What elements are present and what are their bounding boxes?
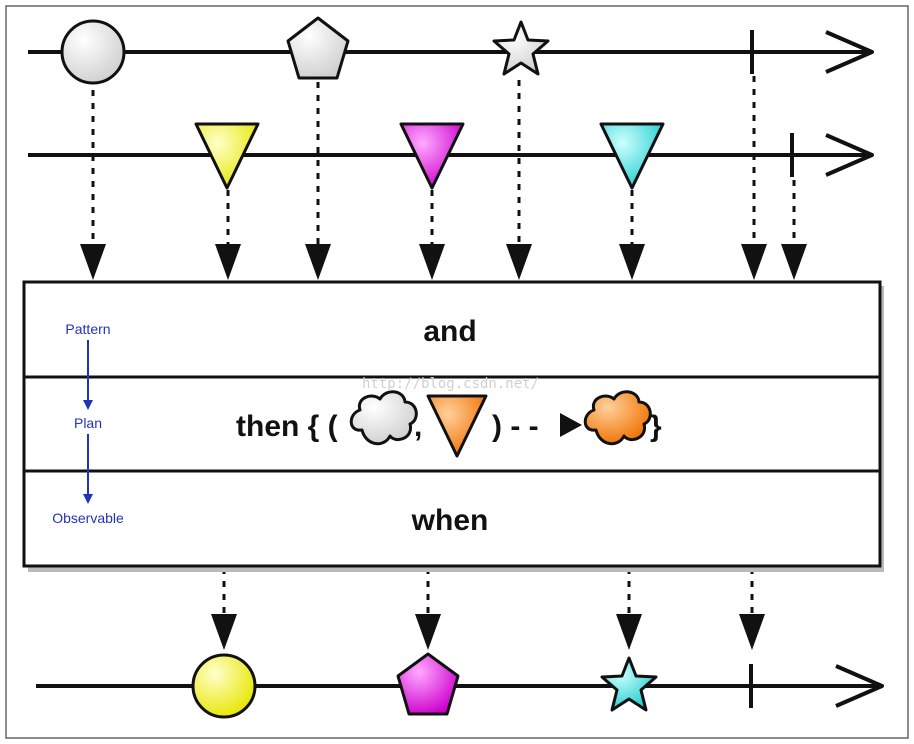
white-pentagon-marble <box>286 16 350 80</box>
output-timeline <box>36 664 884 708</box>
side-label-arrows <box>83 340 93 504</box>
output-connectors <box>222 568 754 614</box>
watermark: http://blog.csdn.net/ <box>362 376 539 392</box>
yellow-circle-marble <box>191 653 257 719</box>
and-label: and <box>423 315 476 348</box>
then-arrowhead <box>560 413 582 437</box>
input-timeline-1 <box>28 30 874 74</box>
then-arrow-text: ) - - <box>492 410 539 443</box>
output-arrowheads <box>211 614 765 650</box>
observable-label: Observable <box>52 510 124 526</box>
orange-triangle-icon <box>426 394 488 458</box>
cyan-triangle-marble <box>599 122 665 190</box>
when-label: when <box>411 504 489 537</box>
white-star-marble <box>492 20 550 76</box>
comma-label: , <box>414 410 422 443</box>
magenta-pentagon-marble <box>396 652 460 716</box>
plan-label: Plan <box>74 415 102 431</box>
cyan-star-marble <box>600 656 658 712</box>
close-brace-label: } <box>650 410 662 443</box>
outer-frame <box>5 5 909 739</box>
white-cloud-icon <box>349 390 418 446</box>
magenta-triangle-marble <box>399 122 465 190</box>
input-connectors <box>91 76 796 244</box>
then-label: then { ( <box>236 410 338 443</box>
pattern-label: Pattern <box>65 321 110 337</box>
input-arrowheads <box>80 244 807 280</box>
yellow-triangle-marble <box>194 122 260 190</box>
orange-cloud-icon <box>583 390 652 446</box>
white-circle-marble <box>60 19 126 85</box>
